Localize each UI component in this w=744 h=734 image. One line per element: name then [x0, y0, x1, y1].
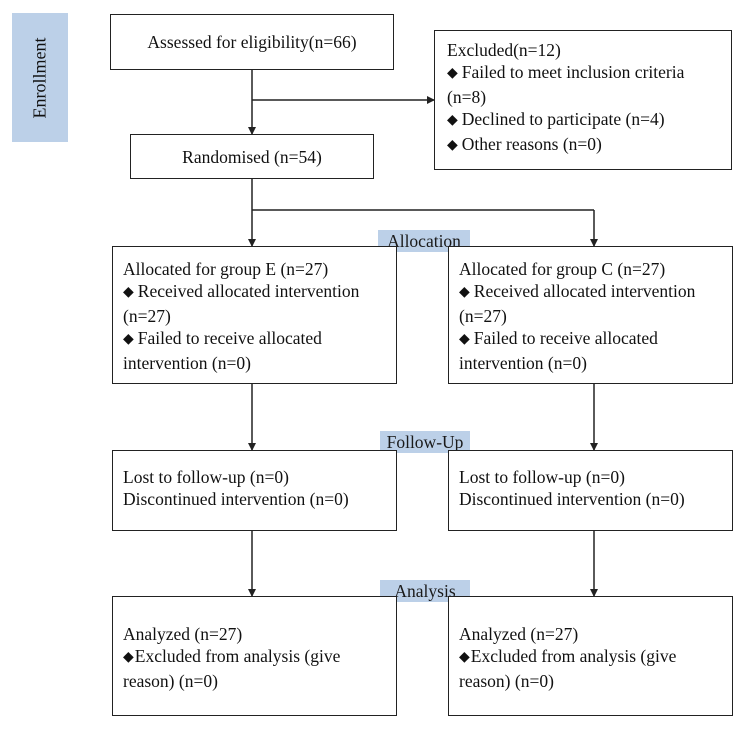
diamond-bullet-icon: ◆: [459, 285, 470, 300]
allocation-c-item-2: ◆Failed to receive allocated: [459, 328, 658, 348]
follow-up-group-c-box: Lost to follow-up (n=0) Discontinued int…: [448, 450, 733, 531]
allocation-c-item-1-cont: (n=27): [459, 306, 507, 326]
allocation-group-c-box: Allocated for group C (n=27) ◆Received a…: [448, 246, 733, 384]
excluded-item-1-cont: (n=8): [447, 87, 487, 107]
diamond-bullet-icon: ◆: [447, 113, 458, 128]
allocation-e-title: Allocated for group E (n=27): [123, 259, 329, 279]
allocation-stage-label: Allocation: [378, 230, 470, 252]
excluded-item-3: ◆Other reasons (n=0): [447, 134, 602, 154]
follow-up-e-lost: Lost to follow-up (n=0): [123, 467, 289, 487]
diamond-bullet-icon: ◆: [447, 138, 458, 153]
assessed-text: Assessed for eligibility(n=66): [147, 32, 357, 52]
excluded-item-2: ◆Declined to participate (n=4): [447, 109, 665, 129]
allocation-e-item-2-cont: intervention (n=0): [123, 353, 251, 373]
analysis-stage-label: Analysis: [380, 580, 470, 602]
diamond-bullet-icon: ◆: [447, 66, 458, 81]
diamond-bullet-icon: ◆: [123, 285, 134, 300]
allocation-e-item-1-cont: (n=27): [123, 306, 171, 326]
excluded-box: Excluded(n=12) ◆Failed to meet inclusion…: [434, 30, 732, 170]
enrollment-stage-label: Enrollment: [12, 13, 68, 142]
follow-up-c-lost: Lost to follow-up (n=0): [459, 467, 625, 487]
diamond-bullet-icon: ◆: [459, 332, 470, 347]
allocation-e-item-2: ◆Failed to receive allocated: [123, 328, 322, 348]
allocation-group-e-box: Allocated for group E (n=27) ◆Received a…: [112, 246, 397, 384]
enrollment-label-text: Enrollment: [29, 37, 50, 118]
analysis-c-excluded-cont: reason) (n=0): [459, 671, 554, 691]
excluded-title: Excluded(n=12): [447, 40, 561, 60]
follow-up-stage-label: Follow-Up: [380, 431, 470, 453]
analysis-e-excluded-cont: reason) (n=0): [123, 671, 218, 691]
analysis-c-excluded: ◆Excluded from analysis (give: [459, 646, 677, 666]
allocation-c-item-1: ◆Received allocated intervention: [459, 281, 696, 301]
allocation-c-title: Allocated for group C (n=27): [459, 259, 666, 279]
analysis-c-analyzed: Analyzed (n=27): [459, 624, 579, 644]
allocation-e-item-1: ◆Received allocated intervention: [123, 281, 360, 301]
follow-up-e-discontinued: Discontinued intervention (n=0): [123, 489, 349, 509]
follow-up-c-discontinued: Discontinued intervention (n=0): [459, 489, 685, 509]
analysis-e-analyzed: Analyzed (n=27): [123, 624, 243, 644]
allocation-c-item-2-cont: intervention (n=0): [459, 353, 587, 373]
randomised-box: Randomised (n=54): [130, 134, 374, 179]
assessed-box: Assessed for eligibility(n=66): [110, 14, 394, 70]
follow-up-group-e-box: Lost to follow-up (n=0) Discontinued int…: [112, 450, 397, 531]
diamond-bullet-icon: ◆: [459, 650, 470, 665]
analysis-group-e-box: Analyzed (n=27) ◆Excluded from analysis …: [112, 596, 397, 716]
diamond-bullet-icon: ◆: [123, 650, 134, 665]
diamond-bullet-icon: ◆: [123, 332, 134, 347]
randomised-text: Randomised (n=54): [182, 146, 322, 167]
excluded-item-1: ◆Failed to meet inclusion criteria: [447, 62, 685, 82]
analysis-e-excluded: ◆Excluded from analysis (give: [123, 646, 341, 666]
analysis-group-c-box: Analyzed (n=27) ◆Excluded from analysis …: [448, 596, 733, 716]
